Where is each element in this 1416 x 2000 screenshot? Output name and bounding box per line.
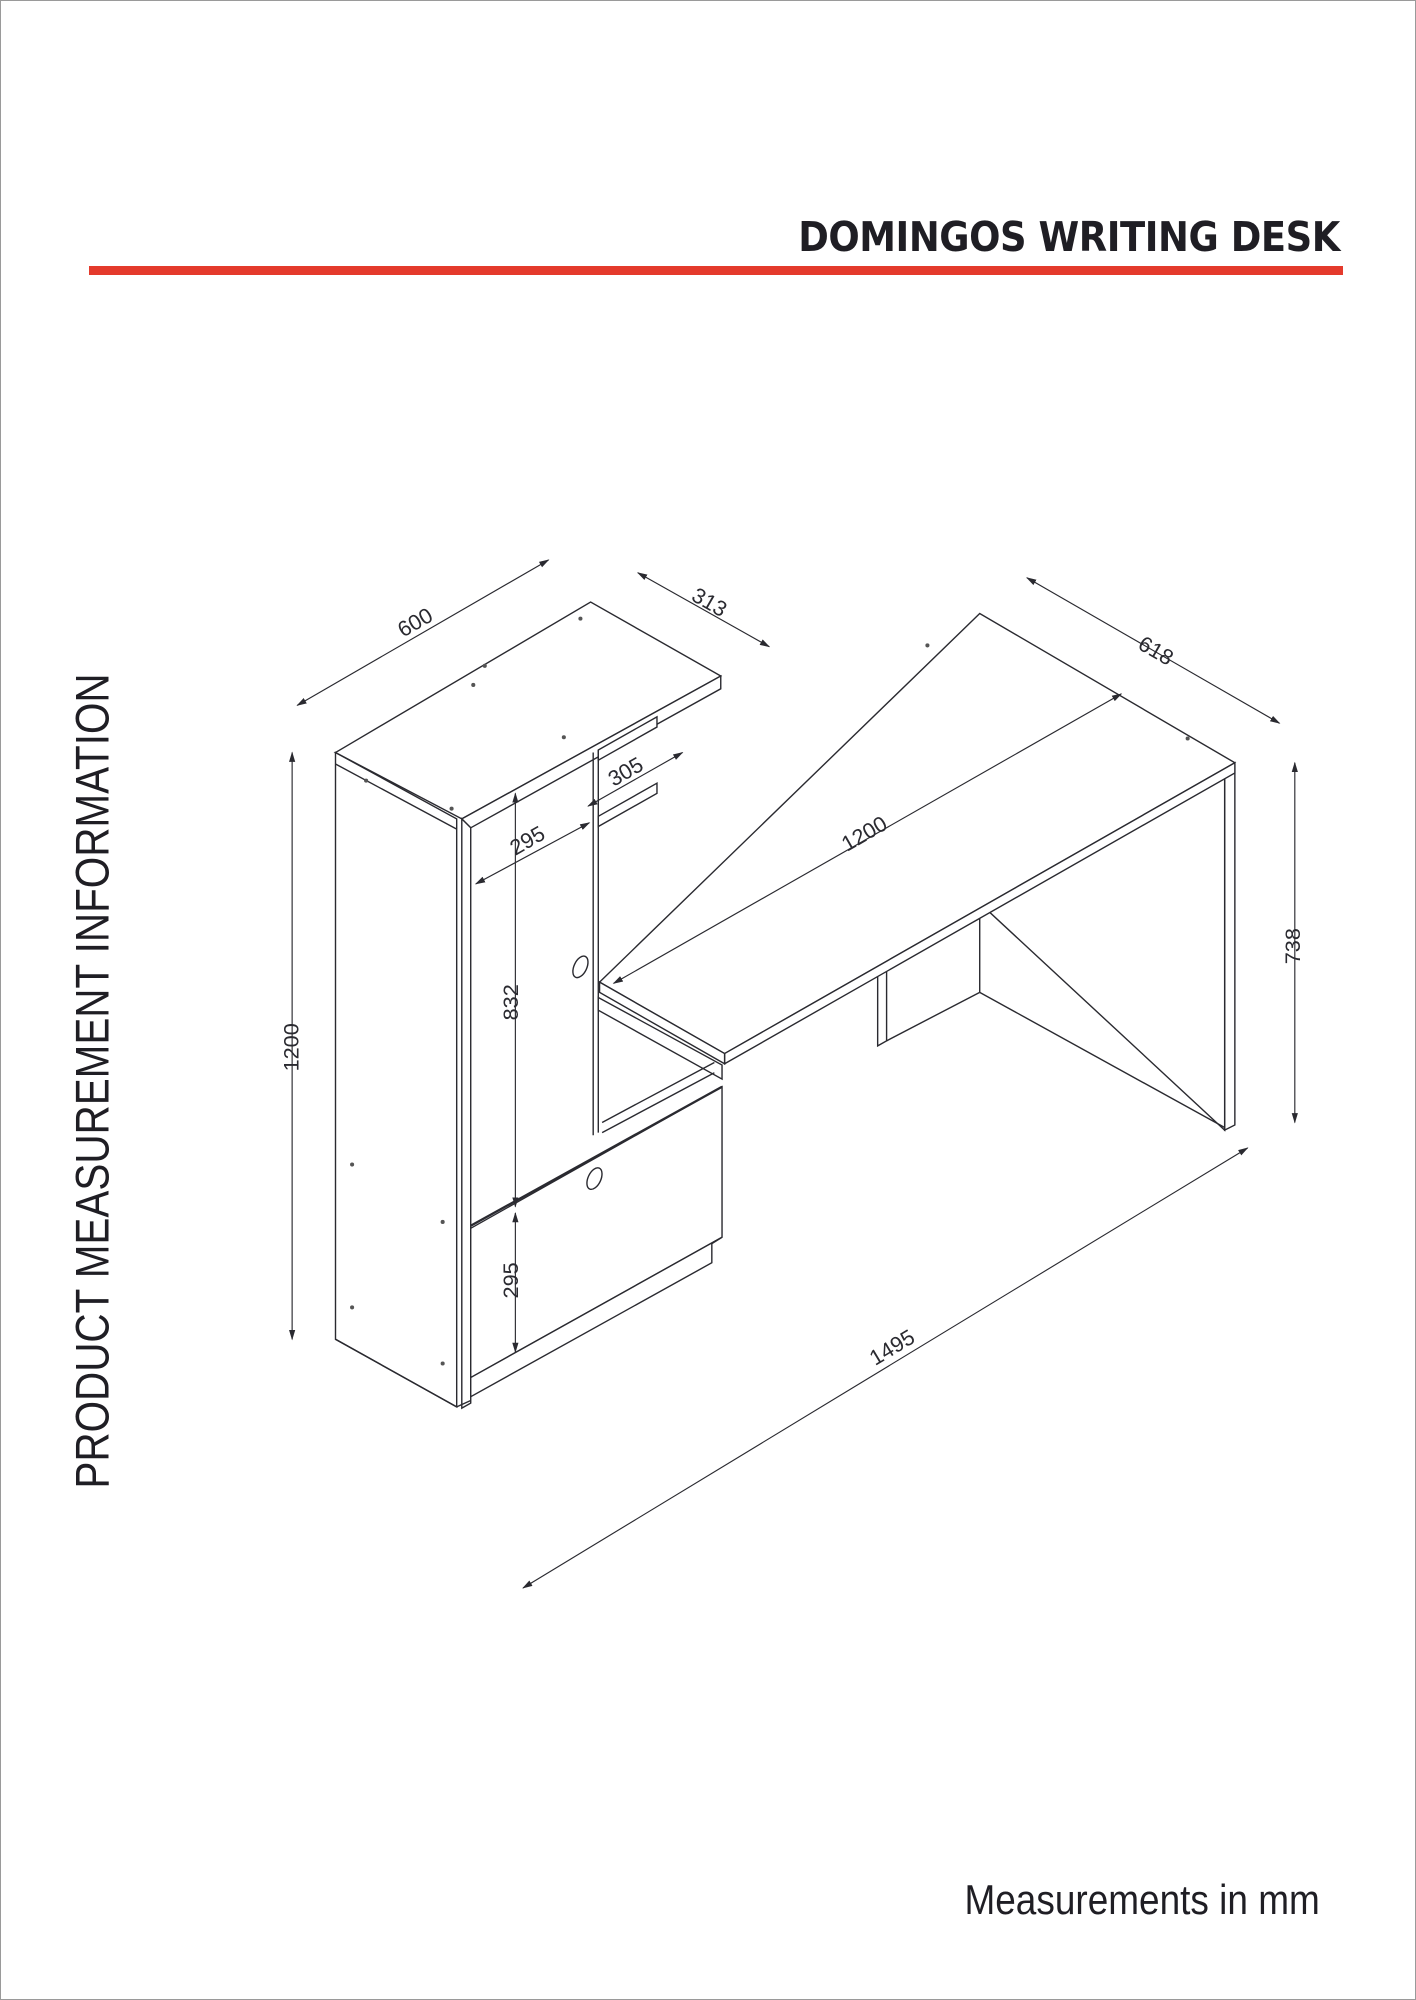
title-accent-rule xyxy=(89,266,1343,275)
dim-label-618: 618 xyxy=(1134,631,1178,671)
dim-label-295-width: 295 xyxy=(505,820,549,860)
dim-label-313: 313 xyxy=(688,582,732,622)
dim-label-1200-height: 1200 xyxy=(279,1023,304,1071)
dim-label-305: 305 xyxy=(604,752,648,792)
dimension-lines xyxy=(289,559,1298,1589)
units-note: Measurements in mm xyxy=(964,1876,1320,1923)
dim-label-832: 832 xyxy=(498,984,523,1020)
product-title: DOMINGOS WRITING DESK xyxy=(798,213,1340,261)
dim-label-295-height: 295 xyxy=(498,1262,523,1298)
dim-label-738: 738 xyxy=(1280,928,1305,964)
dim-label-600: 600 xyxy=(393,602,437,642)
